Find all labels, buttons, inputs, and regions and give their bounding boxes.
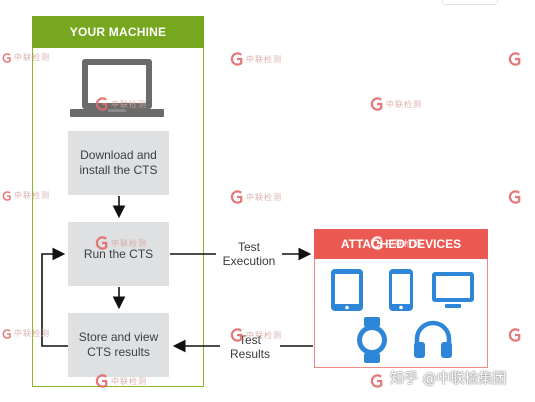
arrow-loop-back: [41, 247, 68, 347]
watermark-logo: [508, 328, 522, 342]
watermark-logo-icon: [230, 328, 243, 342]
test-execution-label: Test Execution: [216, 240, 282, 268]
download-install-step: Download and install the CTS: [68, 131, 169, 195]
watermark-logo-icon: [508, 328, 521, 342]
laptop-icon: [70, 59, 164, 117]
watermark-logo-icon: [508, 190, 521, 204]
watermark-logo: [370, 374, 384, 388]
watermark-logo-icon: [95, 97, 108, 111]
watermark-logo-icon: [2, 52, 11, 63]
watermark-logo: 中联检测: [95, 97, 147, 111]
watch-icon: [357, 317, 387, 363]
watermark-logo: 中联检测: [2, 190, 50, 201]
watermark-logo-icon: [230, 52, 243, 66]
monitor-icon: [432, 272, 474, 308]
devices-header: ATTACHED DEVICES: [314, 229, 488, 259]
watermark-logo: 中联检测: [230, 328, 282, 342]
watermark-logo-icon: [508, 52, 521, 66]
test-results-label: Test Results: [220, 333, 280, 361]
watermark-logo: 中联检测: [230, 190, 282, 204]
watermark-logo: 中联检测: [2, 328, 50, 339]
watermark-logo-icon: [2, 328, 11, 339]
watermark-logo: 中联检测: [95, 236, 147, 250]
watermark-logo-icon: [230, 190, 243, 204]
watermark-logo: 中联检测: [95, 374, 147, 388]
watermark-logo: [508, 190, 522, 204]
devices-title: ATTACHED DEVICES: [340, 237, 462, 251]
headphones-icon: [414, 320, 452, 358]
watermark-logo-icon: [95, 236, 108, 250]
watermark-logo: 中联检测: [370, 236, 422, 250]
tablet-icon: [331, 269, 363, 311]
watermark-logo: 中联检测: [230, 52, 282, 66]
top-edge-tab: [442, 0, 498, 5]
watermark-logo-icon: [370, 236, 383, 250]
watermark-logo-icon: [370, 374, 383, 388]
watermark-logo: 中联检测: [370, 97, 422, 111]
run-cts-step: Run the CTS: [68, 222, 169, 286]
watermark-logo-icon: [95, 374, 108, 388]
watermark-logo: 中联检测: [2, 52, 50, 63]
store-results-step: Store and view CTS results: [68, 313, 169, 377]
watermark-logo: [508, 52, 522, 66]
phone-icon: [389, 269, 413, 311]
watermark-logo-icon: [370, 97, 383, 111]
machine-title: YOUR MACHINE: [69, 25, 167, 39]
zhihu-watermark: 知乎 @中联检集团: [390, 371, 507, 387]
machine-header: YOUR MACHINE: [32, 16, 204, 48]
watermark-logo-icon: [2, 190, 11, 201]
